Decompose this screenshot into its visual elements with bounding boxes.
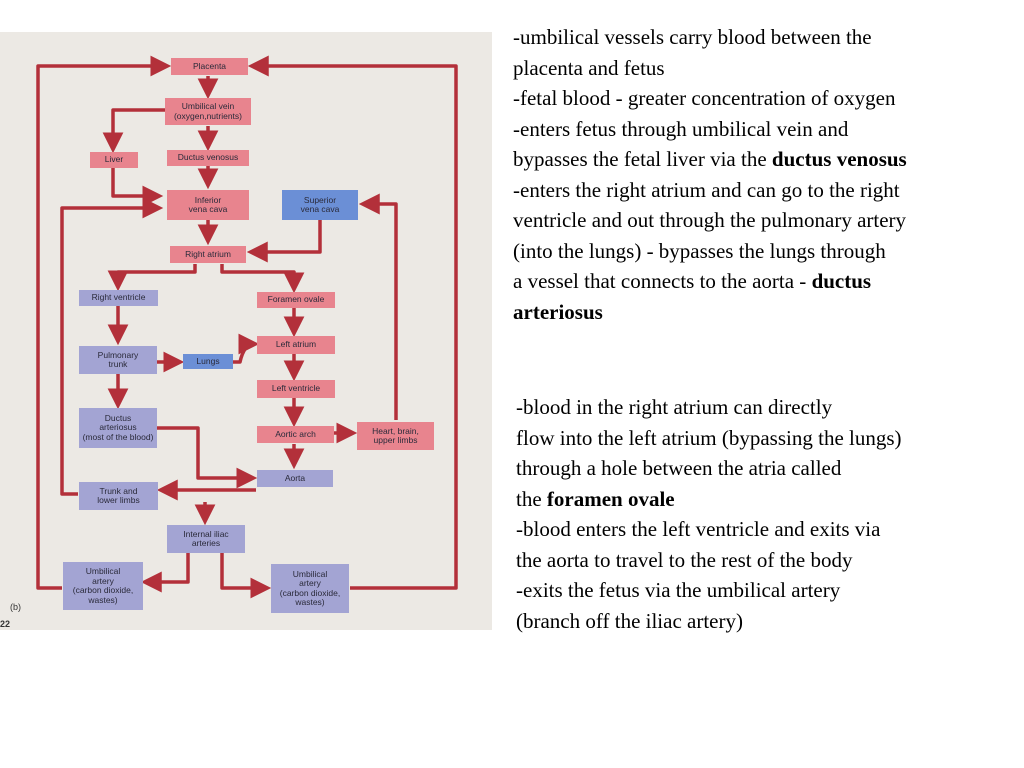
notes-bottom-line: -blood enters the left ventricle and exi… bbox=[516, 517, 881, 541]
placenta-box: Placenta bbox=[171, 58, 248, 75]
arrow-umbilical-artery-right-to-placenta bbox=[247, 55, 458, 590]
term-arteriosus: arteriosus bbox=[513, 299, 603, 324]
term-foramen-ovale: foramen ovale bbox=[546, 486, 675, 511]
arrow-svc-to-right-atrium bbox=[246, 220, 322, 263]
page-number: 22 bbox=[0, 619, 11, 629]
pulmonary-trunk-box: Pulmonary trunk bbox=[79, 346, 157, 374]
notes-bottom-line: flow into the left atrium (bypassing the… bbox=[516, 425, 902, 450]
notes-top-line: -fetal blood - greater concentration of … bbox=[513, 86, 896, 110]
arrow-trunk-to-ivc bbox=[60, 197, 164, 496]
figure-part-label: (b) bbox=[10, 602, 21, 612]
left-ventricle-box: Left ventricle bbox=[257, 380, 335, 398]
right-atrium-box: Right atrium bbox=[170, 246, 246, 263]
term-ductus-venosus: ductus venosus bbox=[771, 147, 907, 171]
arrow-ductus-arteriosus-to-aorta bbox=[157, 426, 258, 489]
left-atrium-box: Left atrium bbox=[257, 336, 335, 354]
notes-top-line: placenta and fetus bbox=[513, 55, 665, 80]
notes-top: -umbilical vessels carry blood between t… bbox=[513, 22, 907, 327]
ductus-arteriosus-box: Ductus arteriosus (most of the blood) bbox=[79, 408, 157, 448]
notes-top-line: ventricle and out through the pulmonary … bbox=[513, 208, 907, 232]
arrow-umbilical-vein-to-liver bbox=[102, 108, 165, 154]
notes-text: the bbox=[516, 486, 547, 511]
aorta-box: Aorta bbox=[257, 470, 333, 487]
term-ductus: ductus bbox=[811, 269, 872, 293]
umbilical-artery-left-box: Umbilical artery (carbon dioxide, wastes… bbox=[63, 562, 143, 610]
liver-box: Liver bbox=[90, 152, 138, 168]
superior-vena-cava-box: Superior vena cava bbox=[282, 190, 358, 220]
inferior-vena-cava-box: Inferior vena cava bbox=[167, 190, 249, 220]
right-ventricle-box: Right ventricle bbox=[79, 290, 158, 306]
notes-bottom-line: the aorta to travel to the rest of the b… bbox=[516, 547, 853, 572]
notes-text: a vessel that connects to the aorta - bbox=[513, 269, 812, 293]
notes-top-line: -enters the right atrium and can go to t… bbox=[513, 177, 900, 202]
arrow-iliac-to-umbilical-artery-left bbox=[140, 552, 190, 593]
arrow-right-atrium-to-foramen-ovale bbox=[220, 264, 305, 294]
lungs-box: Lungs bbox=[183, 354, 233, 369]
fetal-circulation-figure: Placenta Umbilical vein (oxygen,nutrient… bbox=[0, 32, 492, 630]
arrow-liver-to-ivc bbox=[111, 168, 164, 207]
notes-top-line: (into the lungs) - bypasses the lungs th… bbox=[513, 238, 886, 263]
umbilical-vein-box: Umbilical vein (oxygen,nutrients) bbox=[165, 98, 251, 125]
aortic-arch-box: Aortic arch bbox=[257, 426, 334, 443]
notes-bottom-line: -exits the fetus via the umbilical arter… bbox=[516, 578, 841, 602]
foramen-ovale-box: Foramen ovale bbox=[257, 292, 335, 308]
notes-text: bypasses the fetal liver via the bbox=[513, 147, 772, 171]
notes-bottom-line: the foramen ovale bbox=[516, 484, 902, 515]
notes-bottom-line: (branch off the iliac artery) bbox=[516, 608, 743, 633]
flow-arrows bbox=[36, 55, 458, 599]
notes-bottom: -blood in the right atrium can directly … bbox=[516, 392, 902, 636]
umbilical-artery-right-box: Umbilical artery (carbon dioxide, wastes… bbox=[271, 564, 349, 613]
arrow-umbilical-artery-left-to-placenta bbox=[36, 55, 172, 590]
notes-top-line: -umbilical vessels carry blood between t… bbox=[513, 25, 872, 49]
ductus-venosus-box: Ductus venosus bbox=[167, 150, 249, 166]
arrow-iliac-to-umbilical-artery-right bbox=[220, 552, 272, 599]
internal-iliac-arteries-box: Internal iliac arteries bbox=[167, 525, 245, 553]
notes-top-line: bypasses the fetal liver via the ductus … bbox=[513, 144, 907, 175]
arrow-lungs-to-left-atrium bbox=[233, 333, 260, 364]
arrow-right-atrium-to-right-ventricle bbox=[107, 264, 197, 292]
notes-top-line: a vessel that connects to the aorta - du… bbox=[513, 266, 907, 297]
notes-bottom-line: through a hole between the atria called bbox=[516, 456, 842, 480]
notes-top-line: arteriosus bbox=[513, 297, 907, 328]
arrow-heart-brain-to-svc bbox=[358, 193, 398, 420]
notes-top-line: -enters fetus through umbilical vein and bbox=[513, 116, 849, 141]
trunk-lower-limbs-box: Trunk and lower limbs bbox=[79, 482, 158, 510]
notes-bottom-line: -blood in the right atrium can directly bbox=[516, 395, 833, 419]
heart-brain-upper-limbs-box: Heart, brain, upper limbs bbox=[357, 422, 434, 450]
